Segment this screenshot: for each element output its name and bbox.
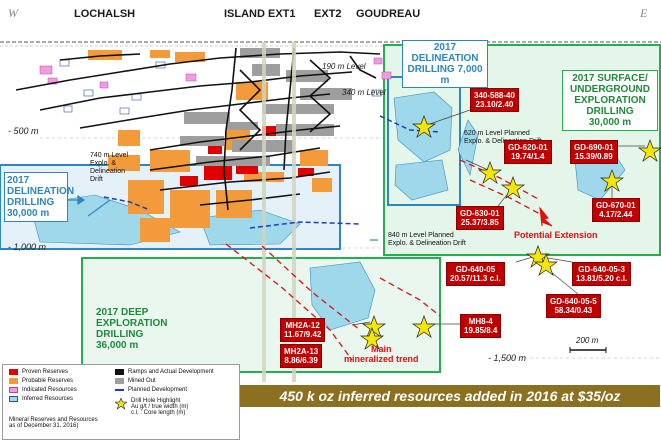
inferred-blob-2 [394, 159, 449, 201]
level-label-340: 340 m Level [342, 88, 386, 97]
callout-gd-640-05-5: GD-640-05-5 58.34/0.43 [546, 294, 601, 318]
inferred-sq-7 [371, 89, 382, 97]
legend-item-probable: Probable Reserves [9, 378, 73, 384]
star-icon [637, 139, 661, 162]
star-icon [533, 253, 559, 276]
probable-reserves-group [88, 50, 332, 242]
legend-item-mined: Mined Out [115, 378, 156, 384]
callout-mh8-4: MH8-4 19.85/8.4 [460, 314, 502, 338]
callout-gd-630-01: GD-630-01 25.37/3.85 [456, 206, 504, 230]
legend-item-indicated: Indicated Resources [9, 387, 77, 393]
callout-gd-670-01: GD-670-01 4.17/2.44 [592, 198, 640, 222]
star-icon [500, 176, 526, 199]
potential-extension-label: Potential Extension [514, 230, 598, 240]
area-label-goudreau: GOUDREAU [356, 8, 421, 20]
legend-swatch-ramps [115, 369, 124, 375]
legend-item-planned: Planned Development [115, 387, 187, 393]
inferred-resources-banner: 450 k oz inferred resources added in 201… [240, 385, 660, 407]
area-label-ext1: EXT1 [268, 8, 296, 20]
legend-item-star: Drill Hole Highlight Au g/t / true width… [115, 398, 188, 416]
surface-band [0, 0, 661, 42]
indicated-sq-1 [39, 65, 53, 75]
drill-star-group [359, 115, 661, 350]
legend-swatch-planned [115, 389, 124, 391]
potential-extension-arrow [539, 206, 553, 227]
legend-item-proven: Proven Reserves [9, 369, 68, 375]
legend-swatch-indicated [9, 387, 18, 393]
callout-gd-620-01: GD-620-01 19.74/1.4 [504, 140, 552, 164]
star-icon [359, 327, 385, 350]
mineralized-trend-lines [225, 159, 541, 361]
legend: Proven Reserves Probable Reserves Indica… [2, 364, 240, 440]
zone-title-delineation-left: 2017 DELINEATION DRILLING 30,000 m [4, 172, 74, 222]
area-label-ext2: EXT2 [314, 8, 342, 20]
depth-label-1500: - 1,500 m [488, 353, 527, 363]
indicated-sq-3 [99, 81, 109, 89]
main-trend-label: Main mineralized trend [344, 344, 419, 364]
indicated-sq-4 [185, 73, 197, 82]
depth-label-500: - 500 m [8, 126, 39, 136]
legend-item-ramps: Ramps and Actual Development [115, 369, 214, 375]
drift-note-740: 740 m Level Explo. & Delineation Drift [90, 152, 129, 183]
inferred-blob-3 [457, 119, 479, 176]
star-icon [411, 315, 437, 338]
star-icon [599, 169, 625, 192]
callout-gd-690-01: GD-690-01 15.39/0.89 [570, 140, 618, 164]
star-icon [115, 398, 127, 410]
callout-340-588-40: 340-588-40 23.10/2.40 [470, 88, 519, 112]
compass-west: W [8, 6, 18, 20]
inferred-sq-6 [63, 105, 73, 113]
zone-title-delineation-top: 2017 DELINEATION DRILLING 7,000 m [402, 40, 488, 88]
compass-east: E [640, 6, 648, 20]
inferred-blob-5 [309, 261, 376, 331]
callout-mh2a-12: MH2A-12 11.67/9.42 [280, 318, 326, 342]
drift-note-620: 620 m Level Planned Explo. & Delineation… [464, 130, 542, 145]
star-icon [361, 315, 387, 338]
inferred-sq-1 [59, 59, 70, 67]
legend-footer: Mineral Reserves and Resources as of Dec… [9, 417, 98, 429]
legend-swatch-mined [115, 378, 124, 384]
shaft-1 [262, 42, 266, 382]
callout-gd-640-05: GD-640-05 20.57/11.3 c.l. [446, 262, 505, 286]
indicated-sq-5 [373, 57, 383, 65]
shaft-2 [292, 42, 296, 382]
indicated-sq-6 [381, 71, 392, 80]
area-label-island: ISLAND [224, 8, 265, 20]
depth-label-1000: - 1,000 m [8, 242, 47, 252]
star-icon [411, 115, 437, 138]
planned-development-group [103, 115, 441, 229]
callout-mh2a-13: MH2A-13 8.86/6.39 [280, 344, 323, 368]
callout-leader-lines [351, 109, 645, 326]
inferred-sq-3 [131, 93, 142, 101]
legend-item-inferred: Inferred Resources [9, 396, 73, 402]
legend-swatch-probable [9, 378, 18, 384]
zone-title-surface: 2017 SURFACE/ UNDERGROUND EXPLORATION DR… [562, 70, 658, 131]
inferred-sq-5 [119, 107, 130, 115]
scale-label: 200 m [576, 336, 599, 345]
level-label-190: 190 m Level [322, 62, 366, 71]
legend-swatch-inferred [9, 396, 18, 402]
inferred-sq-2 [83, 89, 94, 97]
scale-bar [569, 347, 607, 353]
callout-gd-640-05-3: GD-640-05-3 13.81/5.20 c.l. [572, 262, 632, 286]
drift-note-840: 840 m Level Planned Explo. & Delineation… [388, 232, 466, 247]
area-label-lochalsh: LOCHALSH [74, 8, 136, 20]
zone-title-deep: 2017 DEEP EXPLORATION DRILLING 36,000 m [94, 305, 172, 353]
star-icon [477, 161, 503, 184]
legend-swatch-proven [9, 369, 18, 375]
